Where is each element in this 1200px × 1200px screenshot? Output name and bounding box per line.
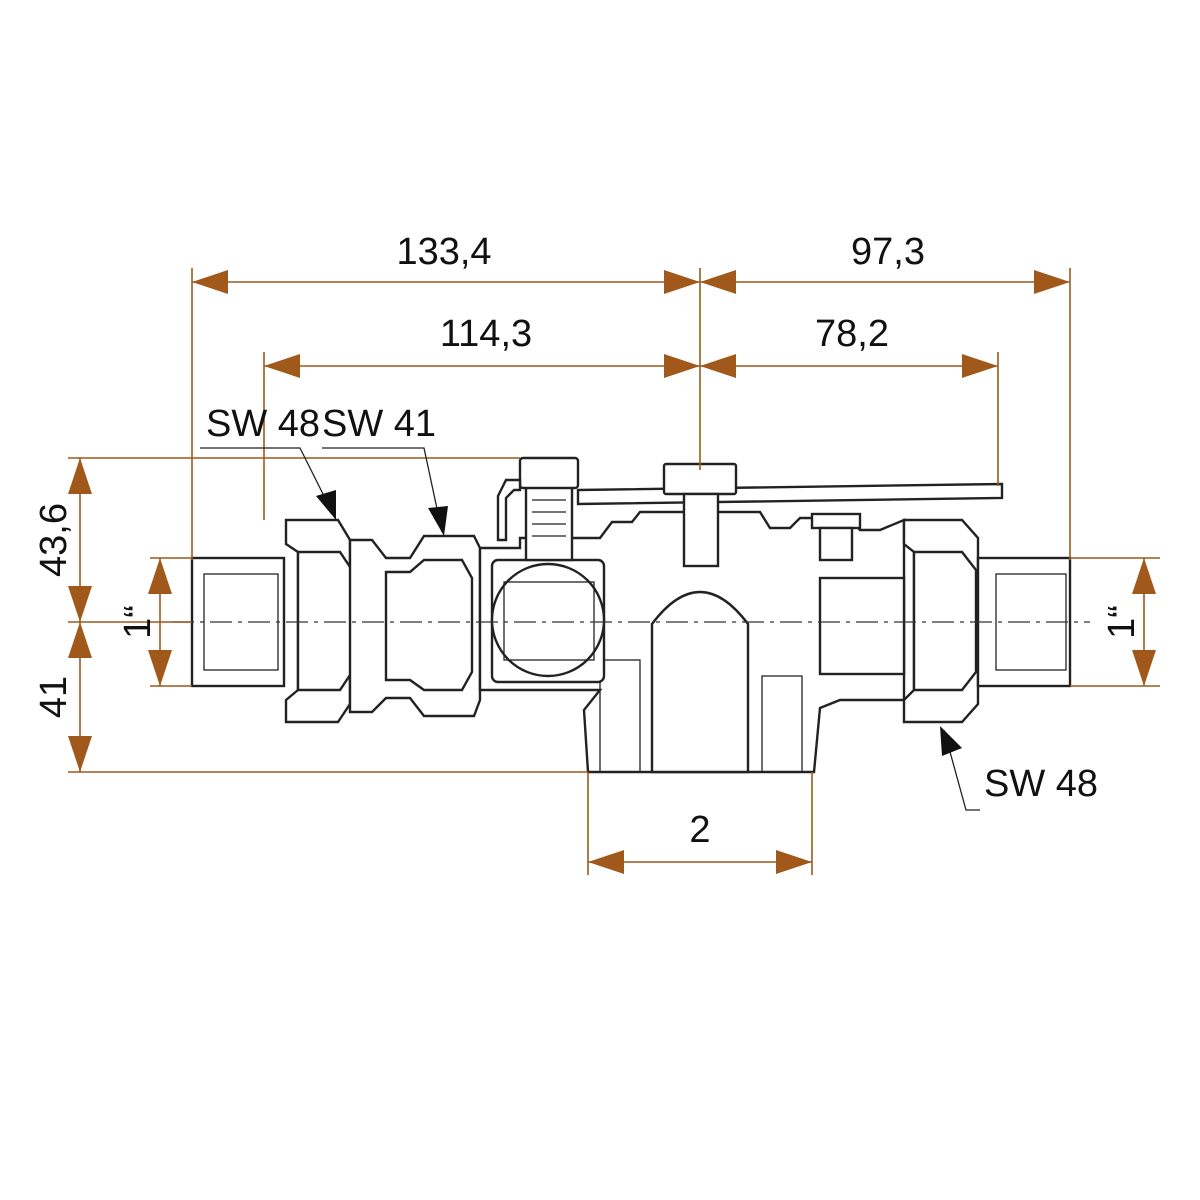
- valve-body: [172, 456, 1090, 774]
- dimension-lines: [68, 268, 1160, 875]
- arrow-133-4-left: [192, 270, 228, 294]
- ball-bore: [503, 581, 595, 661]
- right-plug-head: [810, 512, 862, 530]
- outlet-socket: [599, 659, 641, 773]
- callout-sw48-right: SW 48: [984, 763, 1098, 805]
- arrow-right-thread-bottom: [1132, 650, 1156, 686]
- central-bore: [650, 590, 750, 774]
- arrow-114-3-right: [664, 354, 700, 378]
- arrow-43-6-top: [68, 458, 92, 494]
- arrow-left-thread-top: [148, 558, 172, 594]
- arrow-97-3-right: [1034, 270, 1070, 294]
- handle-lever: [496, 478, 522, 542]
- arrow-114-3-left: [264, 354, 300, 378]
- callout-sw41: SW 41: [322, 403, 436, 445]
- leader-arrow-sw48-right: [940, 726, 962, 756]
- outlet-socket-right: [761, 675, 803, 773]
- arrow-outlet-left: [588, 850, 624, 874]
- leader-arrow-sw48-left: [316, 490, 336, 520]
- label-114-3: 114,3: [440, 313, 532, 355]
- label-41: 41: [33, 676, 75, 718]
- callout-sw48-left: SW 48: [206, 403, 320, 445]
- handle-plate: [576, 482, 1004, 506]
- label-right-thread: 1“: [1101, 605, 1143, 639]
- right-union-insert: [912, 550, 978, 692]
- arrow-outlet-right: [776, 850, 812, 874]
- arrow-right-thread-top: [1132, 558, 1156, 594]
- center-bolt-shank: [682, 492, 720, 568]
- left-coupling-bore: [384, 558, 474, 692]
- leader-lines: [200, 447, 980, 811]
- arrow-41-top: [68, 622, 92, 658]
- dimension-labels: 133,4 97,3 114,3 78,2 2 43,6 41 1“ 1“ SW…: [33, 231, 1143, 851]
- label-43-6: 43,6: [33, 503, 75, 577]
- right-plug: [818, 526, 854, 562]
- left-union-insert: [296, 550, 354, 692]
- ball: [490, 562, 606, 678]
- label-outlet: 2: [689, 809, 710, 851]
- arrow-41-bottom: [68, 736, 92, 772]
- arrow-43-6-bottom: [68, 586, 92, 622]
- label-left-thread: 1“: [117, 605, 159, 639]
- label-133-4: 133,4: [396, 231, 491, 273]
- label-78-2: 78,2: [815, 313, 889, 355]
- stem: [524, 484, 574, 562]
- label-97-3: 97,3: [851, 231, 925, 273]
- arrow-left-thread-bottom: [148, 650, 172, 686]
- arrow-97-3-left: [700, 270, 736, 294]
- leader-arrow-sw41: [428, 506, 448, 536]
- arrow-78-2-right: [962, 354, 998, 378]
- stem-cap: [518, 456, 580, 490]
- arrow-78-2-left: [700, 354, 736, 378]
- arrow-133-4-right: [664, 270, 700, 294]
- right-bore: [818, 576, 906, 676]
